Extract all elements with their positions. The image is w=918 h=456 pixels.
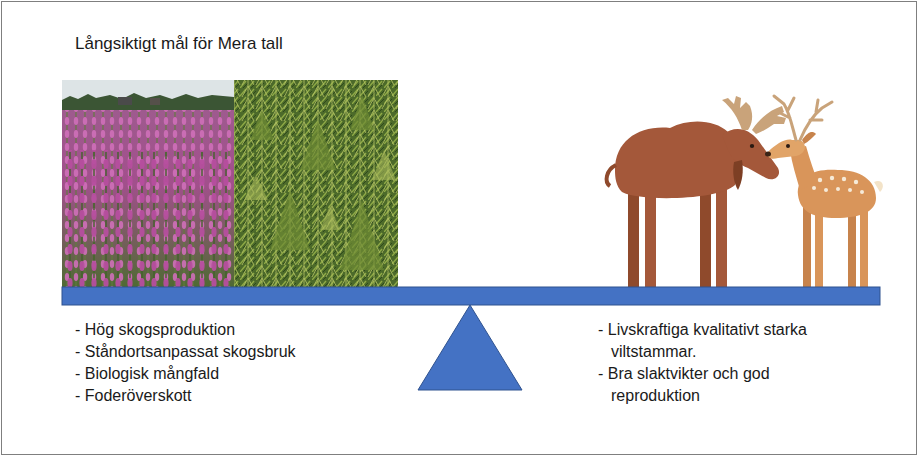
fulcrum-triangle — [418, 305, 522, 390]
list-item: - Hög skogsproduktion — [75, 319, 235, 341]
moose-figure — [607, 96, 786, 287]
deer-figure — [765, 96, 883, 287]
photo — [62, 80, 398, 287]
diagram-title: Långsiktigt mål för Mera tall — [75, 33, 283, 55]
balance-beam — [62, 287, 880, 305]
list-item: - Bra slaktvikter och god reproduktion — [598, 363, 843, 407]
list-item: - Ståndortsanpassat skogsbruk — [75, 341, 296, 363]
list-item: - Livskraftiga kvalitativt starka viltst… — [598, 319, 833, 363]
list-item: - Foderöverskott — [75, 385, 191, 407]
list-item: - Biologisk mångfald — [75, 363, 219, 385]
